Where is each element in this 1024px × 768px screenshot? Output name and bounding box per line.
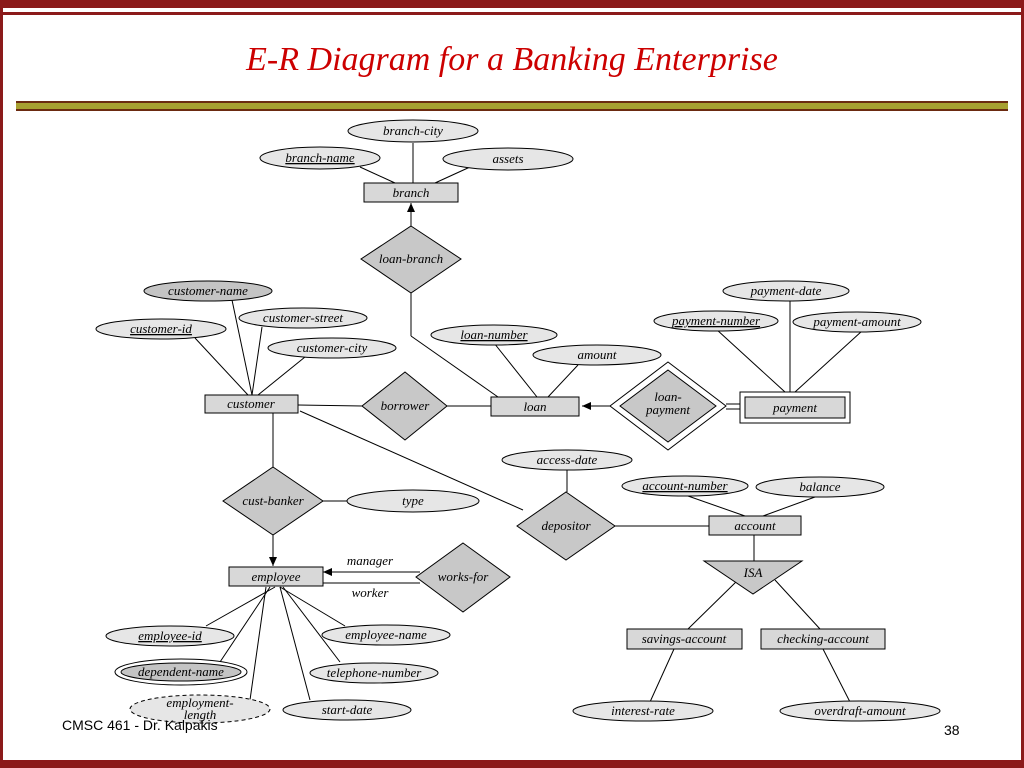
relationship-cust-banker: cust-banker (222, 466, 324, 536)
relationship-borrower: borrower (361, 371, 448, 441)
slide-title: E-R Diagram for a Banking Enterprise (246, 41, 778, 78)
svg-text:loan-: loan- (654, 389, 681, 404)
attribute-account-number-key: account-number (621, 475, 749, 497)
attribute-customer-id-key: customer-id (95, 318, 227, 340)
entity-payment-weak: payment (739, 391, 851, 424)
svg-text:payment: payment (772, 400, 817, 415)
attribute-customer-street: customer-street (238, 307, 368, 329)
svg-text:loan: loan (523, 399, 546, 414)
svg-text:account: account (734, 518, 776, 533)
connector-lines (194, 143, 863, 703)
svg-text:assets: assets (492, 151, 523, 166)
relationship-depositor: depositor (516, 491, 616, 561)
entity-savings-account: savings-account (626, 628, 743, 650)
attribute-amount: amount (532, 344, 662, 366)
role-label-worker: worker (352, 585, 390, 600)
entity-account: account (708, 515, 802, 536)
svg-text:payment: payment (645, 402, 690, 417)
entity-customer: customer (204, 394, 299, 414)
attribute-type: type (346, 489, 480, 513)
svg-text:access-date: access-date (537, 452, 598, 467)
entity-employee: employee (228, 566, 324, 587)
svg-text:branch-name: branch-name (285, 150, 355, 165)
svg-text:cust-banker: cust-banker (242, 493, 304, 508)
attribute-employment-length-derived: employment- length (129, 694, 271, 724)
page-number: 38 (944, 722, 960, 738)
svg-text:balance: balance (799, 479, 840, 494)
attribute-assets: assets (442, 147, 574, 171)
slide-frame-top (0, 0, 1024, 8)
slide-frame-right (1021, 0, 1024, 768)
slide-frame-left (0, 0, 3, 768)
svg-text:interest-rate: interest-rate (611, 703, 675, 718)
attribute-payment-number-partial-key: payment-number (653, 310, 779, 332)
entity-loan: loan (490, 396, 580, 417)
attribute-dependent-name-multivalued: dependent-name (114, 658, 248, 686)
svg-text:employee-name: employee-name (345, 627, 427, 642)
attribute-branch-name-key: branch-name (259, 146, 381, 170)
relationship-loan-payment-identifying: loan- payment (609, 361, 727, 451)
svg-text:loan-number: loan-number (460, 327, 528, 342)
slide-frame-bottom (0, 760, 1024, 768)
svg-text:branch-city: branch-city (383, 123, 443, 138)
svg-text:telephone-number: telephone-number (327, 665, 423, 680)
svg-text:customer-name: customer-name (168, 283, 248, 298)
attribute-employee-name: employee-name (321, 624, 451, 646)
attribute-telephone-number: telephone-number (309, 662, 439, 684)
svg-text:customer-id: customer-id (130, 321, 192, 336)
footer-course-label: CMSC 461 - Dr. Kalpakis (62, 717, 218, 733)
svg-text:savings-account: savings-account (642, 631, 727, 646)
attribute-payment-amount: payment-amount (792, 311, 922, 333)
svg-text:customer-city: customer-city (297, 340, 368, 355)
svg-text:amount: amount (578, 347, 617, 362)
attribute-interest-rate: interest-rate (572, 700, 714, 722)
relationship-loan-branch: loan-branch (360, 225, 462, 294)
svg-text:payment-number: payment-number (671, 313, 761, 328)
attribute-access-date: access-date (501, 449, 633, 471)
svg-text:borrower: borrower (381, 398, 431, 413)
attribute-balance: balance (755, 476, 885, 498)
svg-text:customer-street: customer-street (263, 310, 344, 325)
svg-text:length: length (184, 707, 217, 722)
svg-text:account-number: account-number (642, 478, 728, 493)
svg-text:payment-amount: payment-amount (812, 314, 901, 329)
attribute-customer-city: customer-city (267, 337, 397, 359)
role-label-manager: manager (347, 553, 394, 568)
relationship-works-for: works-for (415, 542, 511, 613)
svg-text:overdraft-amount: overdraft-amount (814, 703, 906, 718)
svg-text:loan-branch: loan-branch (379, 251, 443, 266)
attribute-customer-name: customer-name (143, 280, 273, 302)
slide-frame-top-inner (0, 12, 1024, 15)
svg-text:branch: branch (393, 185, 430, 200)
svg-text:dependent-name: dependent-name (138, 664, 224, 679)
specialization-isa: ISA (702, 560, 804, 595)
attribute-start-date: start-date (282, 699, 412, 721)
svg-text:checking-account: checking-account (777, 631, 869, 646)
attribute-employee-id-key: employee-id (105, 625, 235, 647)
svg-text:employment-: employment- (166, 695, 233, 710)
svg-text:employee: employee (251, 569, 300, 584)
svg-text:customer: customer (227, 396, 276, 411)
attribute-loan-number-key: loan-number (430, 324, 558, 346)
svg-text:payment-date: payment-date (750, 283, 822, 298)
title-divider (16, 101, 1008, 111)
entity-branch: branch (363, 182, 459, 203)
attribute-branch-city: branch-city (347, 119, 479, 143)
attribute-overdraft-amount: overdraft-amount (779, 700, 941, 722)
svg-text:ISA: ISA (743, 565, 763, 580)
svg-text:employee-id: employee-id (138, 628, 202, 643)
entity-checking-account: checking-account (760, 628, 886, 650)
attribute-payment-date: payment-date (722, 280, 850, 302)
svg-text:depositor: depositor (541, 518, 591, 533)
svg-text:works-for: works-for (438, 569, 490, 584)
svg-text:type: type (402, 493, 424, 508)
svg-text:start-date: start-date (322, 702, 373, 717)
